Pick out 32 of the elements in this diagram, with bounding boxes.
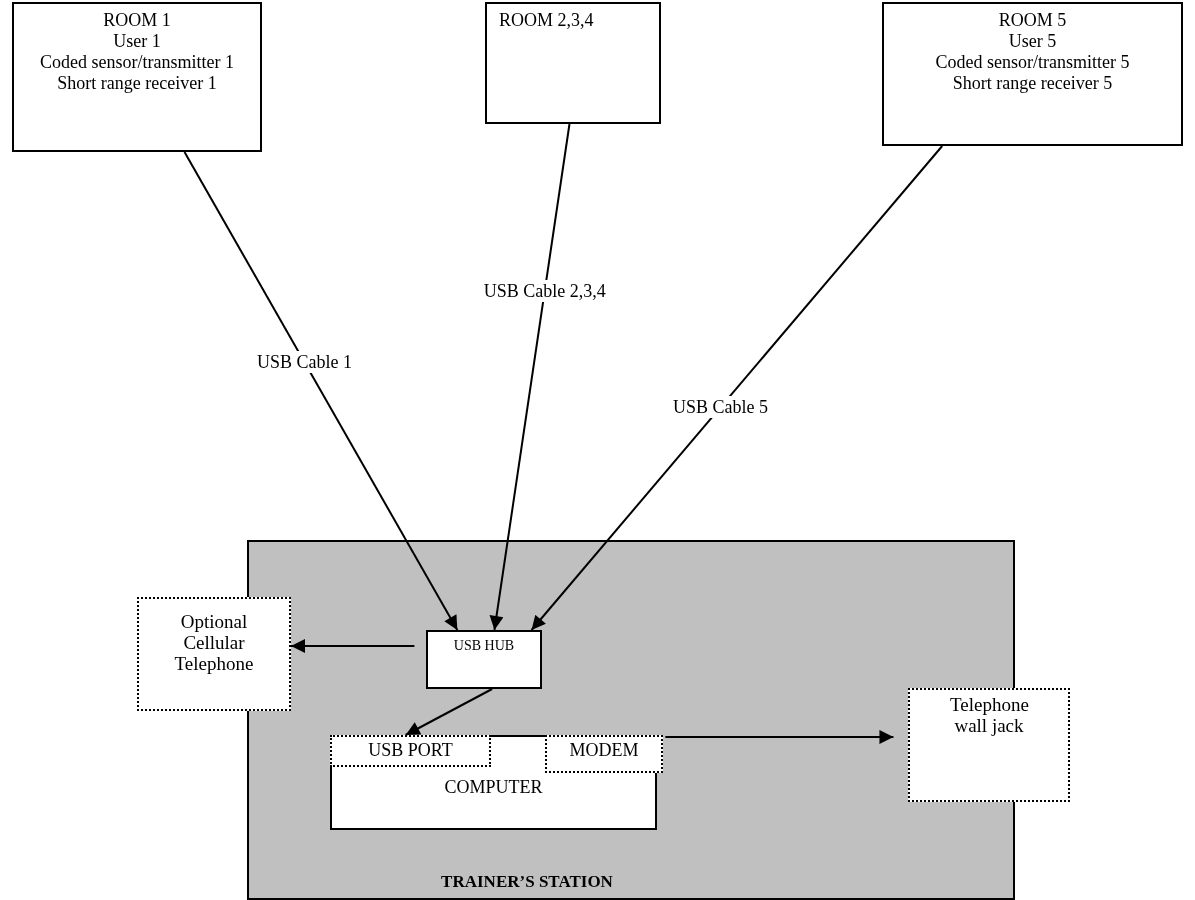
node-label: ROOM 1 — [102, 10, 172, 31]
room-box — [882, 2, 1183, 146]
node-label: Short range receiver 1 — [56, 73, 218, 94]
phone-box — [137, 597, 291, 711]
edge-label: USB Cable 5 — [670, 396, 770, 419]
arrow — [489, 123, 571, 631]
station-title: TRAINER’S STATION — [440, 871, 614, 892]
room-box — [12, 2, 262, 152]
node-label: ROOM 2,3,4 — [499, 10, 595, 31]
node-label: Telephone wall jack — [950, 694, 1028, 736]
room-box — [485, 2, 661, 124]
jack-box — [908, 688, 1070, 802]
node-label: User 5 — [1007, 31, 1058, 52]
node-label: USB HUB — [452, 637, 516, 655]
arrow — [404, 688, 494, 736]
node-label: COMPUTER — [443, 777, 544, 798]
node-label: MODEM — [568, 740, 640, 761]
node-label: Coded sensor/transmitter 5 — [934, 52, 1131, 73]
node-label: Optional Cellular Telephone — [173, 611, 255, 674]
edge-label: USB Cable 2,3,4 — [481, 279, 608, 302]
node-label: ROOM 5 — [997, 10, 1068, 31]
modem-box — [545, 735, 663, 773]
node-label: Coded sensor/transmitter 1 — [39, 52, 235, 73]
arrow — [530, 145, 944, 631]
node-label: USB PORT — [367, 740, 454, 761]
node-label: Short range receiver 5 — [951, 73, 1114, 94]
port-box — [330, 735, 491, 767]
arrow — [290, 639, 416, 653]
hub-box — [426, 630, 542, 689]
arrow — [183, 151, 459, 631]
arrow — [664, 730, 895, 744]
node-label: User 1 — [112, 31, 162, 52]
